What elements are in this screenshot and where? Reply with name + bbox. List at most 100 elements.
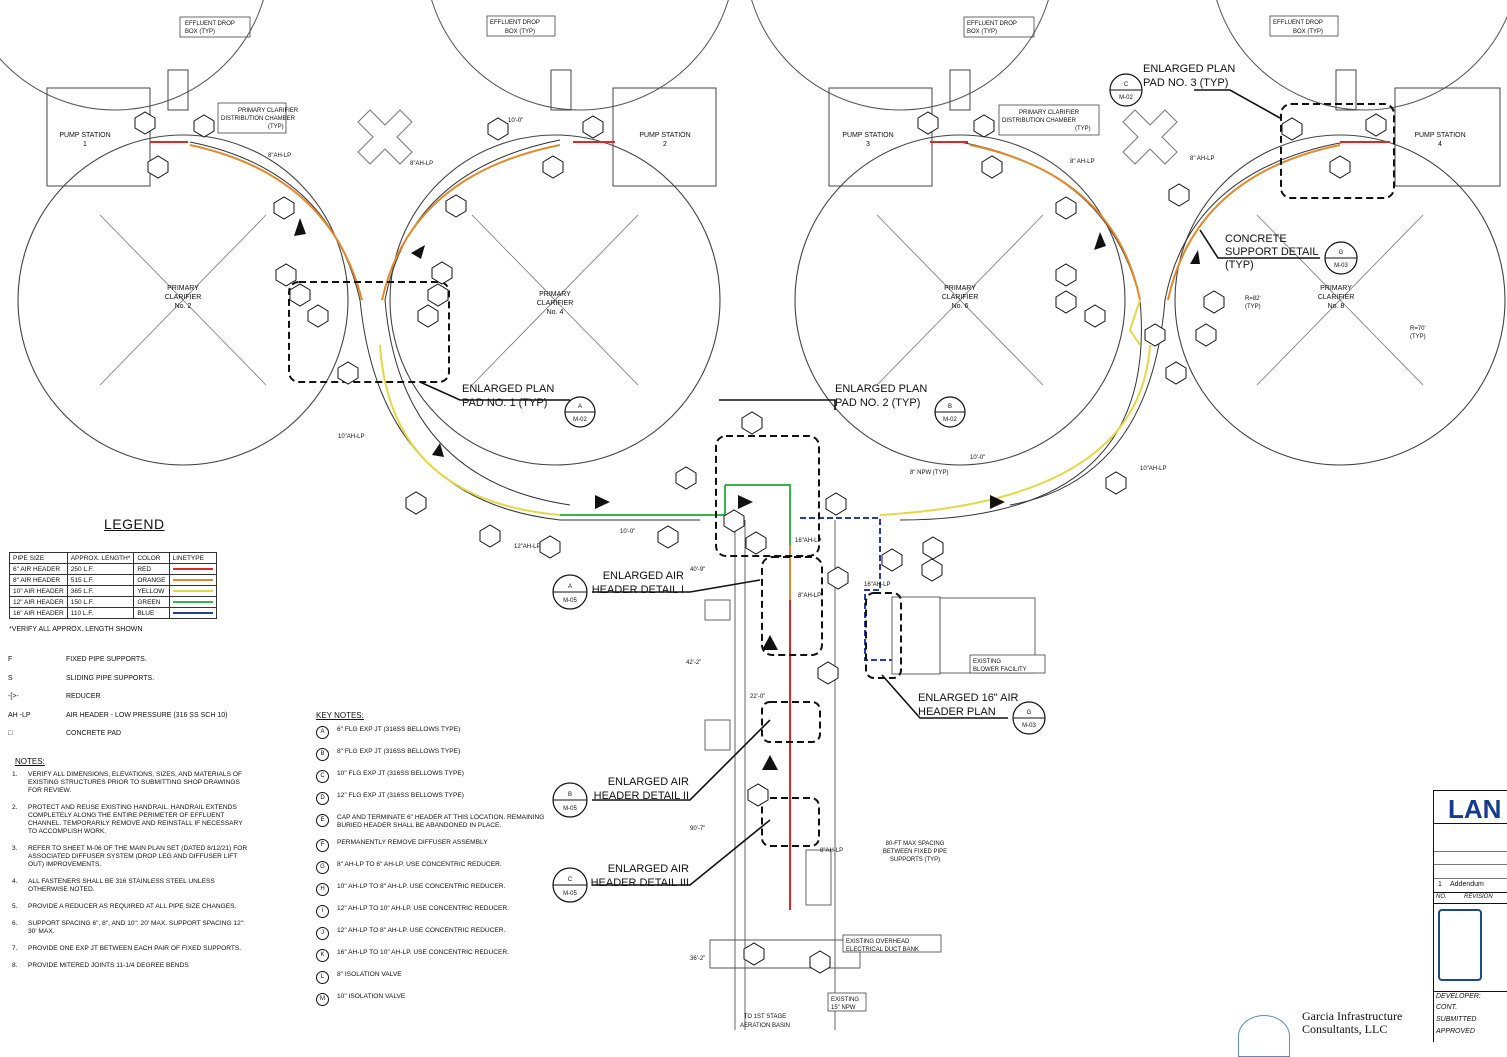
key-note-text: 10" FLG EXP JT (316SS BELLOWS TYPE) <box>337 770 464 777</box>
legend-linetype-swatch <box>168 596 217 608</box>
legend-cell-color: RED <box>133 563 170 575</box>
svg-text:10'-0": 10'-0" <box>970 455 985 461</box>
legend-cell-len: 150 L.F. <box>66 596 135 608</box>
legend-title: LEGEND <box>104 516 165 532</box>
key-note-text: CAP AND TERMINATE 6" HEADER AT THIS LOCA… <box>337 814 545 829</box>
svg-text:M-02: M-02 <box>1119 95 1133 101</box>
key-note-text: 8" ISOLATION VALVE <box>337 971 402 978</box>
linetype-line <box>172 590 213 592</box>
pc4-line3: No. 4 <box>547 309 564 316</box>
legend-symbol: F <box>8 656 13 663</box>
legend-symbol: AH -LP <box>8 711 31 719</box>
legend-header-linetype: LINETYPE <box>168 552 217 564</box>
key-note-markers <box>134 111 1387 974</box>
svg-text:8" NPW (TYP): 8" NPW (TYP) <box>910 470 948 476</box>
note-item: 3.REFER TO SHEET M-06 OF THE MAIN PLAN S… <box>12 845 252 869</box>
key-note-text: 12" AH-LP TO 10" AH-LP. USE CONCENTRIC R… <box>337 905 510 912</box>
note-item: 5.PROVIDE A REDUCER AS REQUIRED AT ALL P… <box>12 903 252 911</box>
distribution-chambers <box>357 109 1178 165</box>
svg-text:16"AH-LP: 16"AH-LP <box>864 582 890 588</box>
svg-text:12"AH-LP: 12"AH-LP <box>514 544 540 550</box>
note-item: 2.PROTECT AND REUSE EXISTING HANDRAIL. H… <box>12 804 252 836</box>
approved-label: APPROVED <box>1436 1028 1475 1035</box>
legend-header-row: PIPE SIZE APPROX. LENGTH* COLOR LINETYPE <box>9 552 217 564</box>
enlarged-plan-boxes <box>288 103 1395 847</box>
svg-text:10"AH-LP: 10"AH-LP <box>1140 466 1166 472</box>
key-note-marker: K <box>316 949 329 962</box>
key-note-marker: B <box>316 748 329 761</box>
key-note-marker: A <box>316 726 329 739</box>
title-block: LAN 1 Addendum NO. REVISION DEVELOPER: C… <box>1433 790 1507 1042</box>
key-note-marker: H <box>316 883 329 896</box>
legend-symbol: -[>- <box>8 693 19 700</box>
legend-symbol-row: F FIXED PIPE SUPPORTS. <box>8 656 147 663</box>
key-note-text: 10" AH-LP TO 8" AH-LP. USE CONCENTRIC RE… <box>337 883 506 890</box>
ps4-line2: 4 <box>1438 141 1442 148</box>
pc8-line3: No. 8 <box>1328 303 1345 310</box>
note-text: PROVIDE MITERED JOINTS 11-1/4 DEGREE BEN… <box>28 962 189 969</box>
pc2-line2: CLARIFIER <box>165 294 202 301</box>
legend-symbol-label: REDUCER <box>66 693 101 700</box>
note-number: 4. <box>12 878 18 885</box>
legend-linetype-swatch <box>168 563 217 575</box>
cont-label: CONT. <box>1436 1004 1458 1011</box>
legend-cell-size: 6" AIR HEADER <box>9 563 68 575</box>
rev-text: Addendum <box>1450 881 1484 888</box>
pc2-line1: PRIMARY <box>167 285 199 292</box>
notes-title: NOTES: <box>15 757 45 766</box>
key-note-text: 12" FLG EXP JT (316SS BELLOWS TYPE) <box>337 792 464 799</box>
key-note-text: 8" FLG EXP JT (316SS BELLOWS TYPE) <box>337 748 461 755</box>
title-logo: LAN <box>1448 794 1502 824</box>
pipe-labels: 8"AH-LP 8"AH-LP 8" AH-LP 8" AH-LP 10"AH-… <box>268 153 1214 854</box>
key-note-text: 16" AH-LP TO 10" AH-LP. USE CONCENTRIC R… <box>337 949 510 956</box>
linetype-line <box>172 579 213 581</box>
effluent-drop-boxes <box>167 69 1357 111</box>
linetype-line <box>172 568 213 570</box>
note-number: 8. <box>12 962 18 969</box>
callout-leaders <box>419 89 1320 886</box>
svg-text:40'-9": 40'-9" <box>690 567 705 573</box>
svg-text:B: B <box>568 792 572 798</box>
primary-clarifiers <box>17 134 1506 466</box>
legend-cell-len: 250 L.F. <box>66 563 135 575</box>
note-number: 5. <box>12 903 18 910</box>
svg-text:M-03: M-03 <box>1334 263 1348 269</box>
svg-text:8"AH-LP: 8"AH-LP <box>798 593 821 599</box>
svg-text:R=82'(TYP): R=82'(TYP) <box>1245 296 1261 310</box>
legend-symbol: S <box>8 674 13 682</box>
submitted-label: SUBMITTED <box>1436 1016 1477 1023</box>
legend-table: PIPE SIZE APPROX. LENGTH* COLOR LINETYPE… <box>9 552 217 619</box>
key-note-marker: G <box>316 861 329 874</box>
svg-text:16"AH-LP: 16"AH-LP <box>795 538 821 544</box>
legend-symbol-label: FIXED PIPE SUPPORTS. <box>66 656 147 663</box>
legend-symbol-row: □CONCRETE PAD <box>8 730 121 737</box>
key-note-marker: D <box>316 792 329 805</box>
key-note-marker: L <box>316 971 329 984</box>
svg-text:C: C <box>568 877 573 883</box>
top-clarifier-outlines <box>0 0 1507 111</box>
legend-symbol-label: CONCRETE PAD <box>66 730 122 737</box>
svg-text:8" AH-LP: 8" AH-LP <box>1190 156 1214 162</box>
pc6-line2: CLARIFIER <box>942 294 979 301</box>
dimension-labels: 10'-0" 10'-0" 10'-0" 40'-9" 42'-2" 22'-0… <box>508 118 1426 962</box>
